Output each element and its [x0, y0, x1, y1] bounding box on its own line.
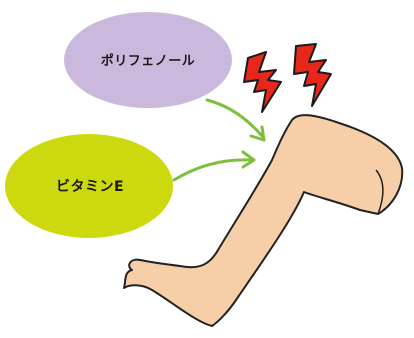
lightning-bolt-icon [293, 43, 332, 107]
polyphenol-label: ポリフェノール [100, 54, 196, 69]
arrow-icon [172, 150, 256, 182]
arrow-icon [205, 98, 266, 142]
polyphenol-bubble [64, 12, 232, 108]
lightning-bolt-icon [243, 51, 282, 113]
knee-line [375, 169, 384, 215]
vitamin-e-label: ビタミンE [55, 179, 125, 195]
vitamin-e-bubble [5, 134, 173, 238]
leg-illustration [123, 114, 404, 327]
